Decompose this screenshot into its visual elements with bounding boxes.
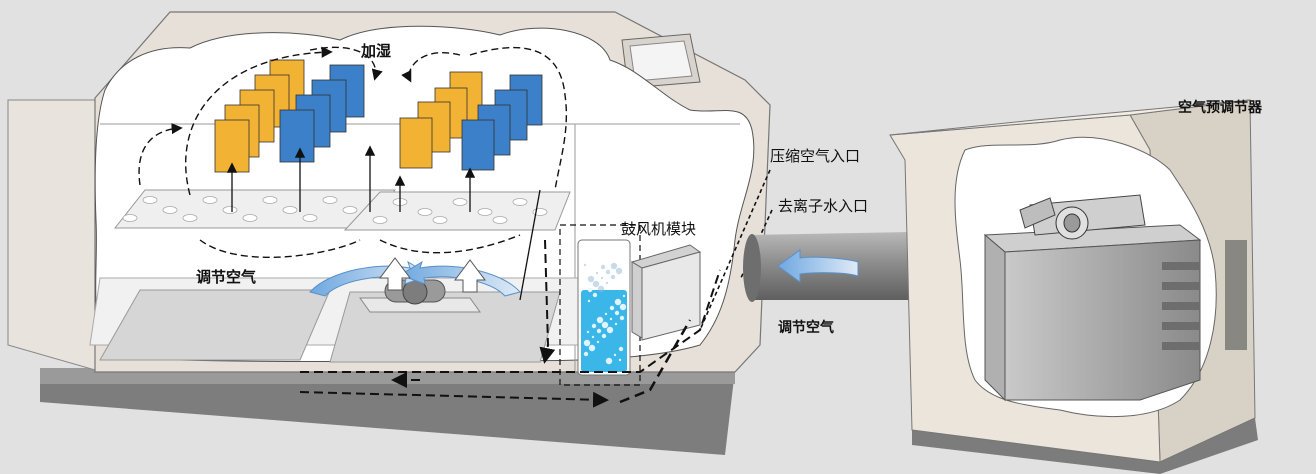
label-humidify: 加湿	[361, 42, 392, 60]
airflow-paths	[138, 46, 568, 259]
machine-vents	[1162, 262, 1200, 350]
air-duct	[743, 232, 910, 302]
sample-panel-16	[461, 119, 495, 171]
label-deionized-water-inlet: 去离子水入口	[778, 197, 869, 215]
blower-module-box	[630, 244, 702, 341]
label-compressed-air-inlet: 压缩空气入口	[770, 147, 861, 165]
sample-panel-4	[214, 119, 250, 173]
chamber-base	[40, 370, 735, 455]
humidifier-tower	[559, 224, 641, 386]
blower-fan	[309, 257, 521, 313]
label-conditioned-air-chamber: 调节空气	[196, 268, 257, 286]
control-screen	[629, 40, 693, 82]
sample-panels	[214, 59, 543, 173]
label-conditioned-air-duct: 调节空气	[778, 320, 834, 336]
label-blower-module: 鼓风机模块	[621, 220, 697, 238]
sample-panel-12	[399, 117, 433, 169]
updraft-arrows	[226, 145, 541, 301]
chamber-left-wall	[7, 99, 96, 371]
return-air-path	[299, 239, 721, 408]
air-preconditioner-unit	[889, 99, 1258, 474]
sample-panel-8	[279, 109, 315, 163]
label-air-preconditioner: 空气预调节器	[1178, 100, 1262, 116]
duct-flow-arrow	[777, 249, 859, 283]
